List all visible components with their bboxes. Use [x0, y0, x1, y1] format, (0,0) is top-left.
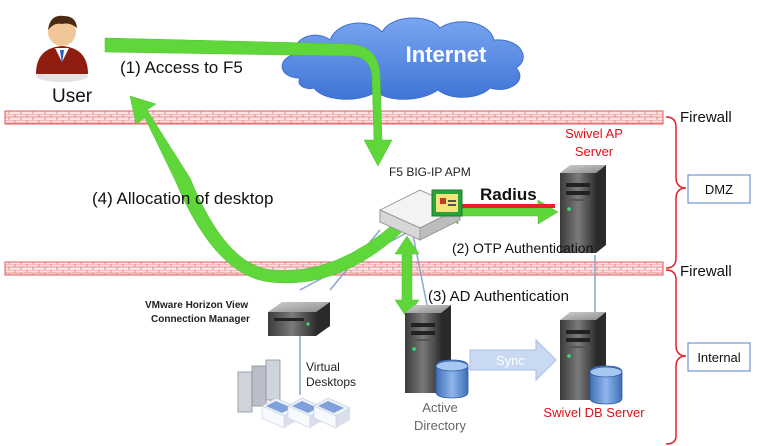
sync-arrow — [469, 338, 557, 382]
ad-label-line2: Directory — [414, 418, 467, 433]
internal-bracket — [665, 269, 687, 445]
internet-cloud — [281, 17, 524, 100]
ad-label-line1: Active — [422, 400, 457, 415]
swivel-ap-label-line1: Swivel AP — [565, 126, 623, 141]
virtual-label-line2: Desktops — [306, 375, 356, 389]
step3-label: (3) AD Authentication — [428, 288, 569, 305]
virtual-desktops-icon — [237, 359, 351, 429]
f5-label: F5 BIG-IP APM — [389, 165, 471, 179]
dmz-box — [687, 174, 751, 204]
f5-bigip-device — [378, 189, 463, 241]
user-icon — [36, 15, 88, 82]
swivel-db-server-icon — [560, 312, 623, 405]
step4-label: (4) Allocation of desktop — [92, 189, 273, 208]
swivel-ap-label-line2: Server — [575, 144, 614, 159]
dmz-bracket — [665, 116, 687, 269]
flow-arrows — [104, 37, 559, 319]
swivel-db-label: Swivel DB Server — [543, 405, 645, 420]
internal-box — [687, 342, 751, 372]
firewall-bottom-label: Firewall — [680, 263, 732, 280]
allocation-arrow — [129, 95, 405, 284]
sync-label: Sync — [496, 353, 525, 368]
access-arrow — [104, 37, 393, 167]
virtual-label-line1: Virtual — [306, 360, 340, 374]
step1-label: (1) Access to F5 — [120, 58, 243, 77]
internal-label: Internal — [697, 350, 740, 365]
user-label: User — [52, 86, 93, 107]
radius-label: Radius — [480, 185, 537, 204]
active-directory-server-icon — [405, 305, 469, 399]
firewall-top-label: Firewall — [680, 109, 732, 126]
internet-label: Internet — [406, 42, 487, 67]
vmware-label-line2: Connection Manager — [151, 314, 250, 325]
firewall-top-wall — [4, 110, 664, 125]
dmz-label: DMZ — [705, 182, 733, 197]
vmware-connection-manager-icon — [268, 302, 330, 336]
vmware-label-line1: VMware Horizon View — [145, 300, 248, 311]
step2-label: (2) OTP Authentication — [452, 240, 593, 256]
